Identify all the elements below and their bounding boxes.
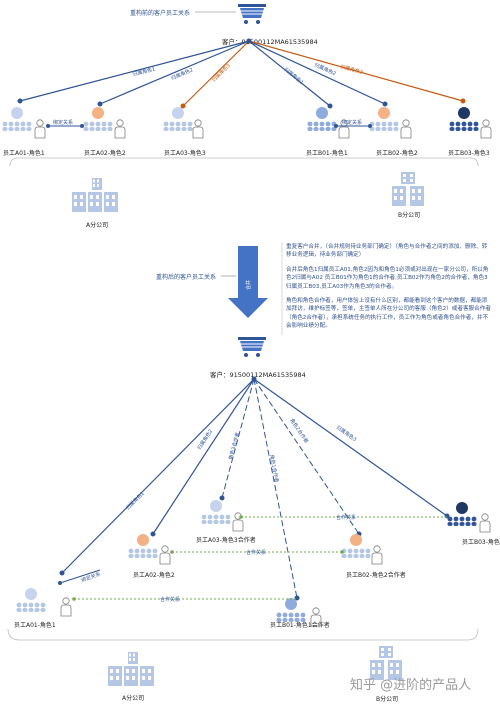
after-title: 重构后的客户员工关系 bbox=[156, 273, 216, 281]
bottom-person-b02-icon bbox=[371, 545, 383, 565]
bottom-customer-label: 客户：91500112MA61535984 bbox=[210, 370, 306, 379]
top-person-a02-icon bbox=[114, 119, 126, 139]
top-group-a02-icon bbox=[83, 107, 113, 131]
bottom-group-b03-icon bbox=[447, 502, 477, 526]
bottom-group-a01-icon bbox=[16, 588, 46, 612]
top-employee-b03: 员工B03-角色3 bbox=[448, 149, 490, 157]
bottom-group-a02-icon bbox=[128, 534, 158, 558]
middle-section: 重构后的客户员工关系 合并 bbox=[156, 242, 283, 335]
top-edge-a03 bbox=[182, 40, 250, 107]
coop-label-3: 合作关系 bbox=[160, 596, 180, 603]
bottom-company-a: A分公司 bbox=[122, 694, 144, 702]
top-group-b01-icon bbox=[307, 107, 337, 131]
top-employee-b01: 员工B01-角色1 bbox=[306, 149, 348, 157]
top-bind-label-a: 绑定关系 bbox=[53, 119, 73, 126]
bottom-person-b03-icon bbox=[479, 513, 491, 533]
top-bind-label-b: 绑定关系 bbox=[342, 119, 362, 126]
bottom-edge-b02 bbox=[253, 378, 360, 535]
note-paragraph-1: 重复客户合并，（合并规则待业务部门确定）（角色与合作者之间的添加、删除、转移业务… bbox=[286, 244, 488, 259]
bottom-employee-b02: 员工B02-角色2合作者 bbox=[346, 571, 406, 579]
bottom-company-a-building-icon bbox=[108, 652, 154, 686]
top-group-b03-icon bbox=[449, 107, 479, 131]
bottom-employee-a02: 员工A02-角色2 bbox=[133, 571, 175, 579]
top-edge-label-b03: 归属角色3 bbox=[339, 63, 363, 76]
note-paragraph-2: 合并后角色1归属员工A01,角色2因为和角色1必须或对出现在一家分公司，所以角色… bbox=[286, 266, 489, 290]
top-employee-a02: 员工A02-角色2 bbox=[84, 149, 126, 157]
coop-label-2: 合作关系 bbox=[246, 549, 266, 556]
bottom-edge-a02 bbox=[152, 378, 255, 535]
bottom-edge-label-b03: 归属角色3 bbox=[335, 424, 358, 443]
top-person-b03-icon bbox=[480, 119, 492, 139]
bottom-section: 客户：91500112MA61535984 归属角色1 归属角色2 角色3合作者… bbox=[7, 336, 500, 703]
top-edge-b03 bbox=[248, 40, 464, 102]
bottom-employee-a03: 员工A03-角色3合作者 bbox=[196, 536, 256, 544]
bottom-group-a03-icon bbox=[201, 500, 231, 524]
top-edge-b01 bbox=[248, 40, 331, 107]
bottom-company-b: B分公司 bbox=[376, 695, 398, 703]
bottom-edge-label-a02: 归属角色2 bbox=[196, 428, 214, 451]
top-company-b-building-icon bbox=[392, 172, 424, 206]
top-employee-a03: 员工A03-角色3 bbox=[164, 149, 206, 157]
bottom-edge-label-a01: 归属角色1 bbox=[124, 490, 145, 511]
top-company-b: B分公司 bbox=[398, 211, 420, 219]
bottom-group-b01-icon bbox=[276, 598, 306, 622]
top-title: 重构前的客户员工关系 bbox=[130, 9, 190, 17]
top-group-a03-icon bbox=[163, 107, 193, 131]
top-company-a: A分公司 bbox=[86, 221, 108, 229]
bottom-employee-b03: 员工B03-角色3 bbox=[462, 538, 500, 546]
merge-arrow bbox=[228, 246, 268, 318]
bottom-person-a01-icon bbox=[60, 597, 72, 617]
bottom-customer-cart-icon bbox=[237, 336, 267, 358]
bottom-employee-b01: 员工B01-角色1合作者 bbox=[270, 621, 330, 629]
bottom-person-a02-icon bbox=[159, 545, 171, 565]
top-employee-b02: 员工B02-角色2 bbox=[376, 149, 418, 157]
merge-notes: 重复客户合并，（合并规则待业务部门确定）（角色与合作者之间的添加、删除、转移业务… bbox=[286, 243, 492, 337]
top-edge-b02 bbox=[248, 40, 386, 105]
watermark: 知乎 @进阶的产品人 bbox=[350, 678, 472, 693]
merge-label: 合并 bbox=[245, 280, 252, 290]
top-section: 重构前的客户员工关系 客户：91500112MA61535984 归属角色1 归… bbox=[2, 3, 492, 229]
top-edge-label-b02: 归属角色2 bbox=[313, 61, 337, 77]
bottom-group-b02-icon bbox=[341, 534, 371, 558]
bottom-employee-a01: 员工A01-角色1 bbox=[14, 621, 56, 629]
bottom-edge-label-b02: 角色2合作者 bbox=[288, 417, 310, 444]
top-group-a01-icon bbox=[2, 107, 32, 131]
top-edge-label-a01: 归属角色1 bbox=[132, 66, 156, 78]
top-customer-label: 客户：91500112MA61535984 bbox=[222, 37, 318, 46]
top-group-b02-icon bbox=[369, 107, 399, 131]
top-edge-a01 bbox=[19, 40, 250, 102]
bottom-edge-b01 bbox=[253, 378, 298, 599]
bottom-edge-a03 bbox=[221, 378, 255, 499]
top-customer-cart-icon bbox=[237, 3, 267, 25]
top-person-a03-icon bbox=[192, 119, 204, 139]
coop-label-1: 合作关系 bbox=[336, 514, 356, 521]
top-person-b02-icon bbox=[400, 119, 412, 139]
bottom-edge-label-a03: 角色3合作者 bbox=[227, 431, 241, 460]
bottom-edge-a01 bbox=[61, 378, 255, 574]
top-employee-a01: 员工A01-角色1 bbox=[3, 149, 45, 157]
top-edge-a02 bbox=[99, 40, 250, 105]
bottom-edge-label-b01: 角色1合作者 bbox=[268, 454, 280, 483]
top-company-a-building-icon bbox=[72, 178, 118, 212]
note-paragraph-3: 角色和角色合作者，用户体验上没有什么区别，都能看到这个客户的数据，都能添加拜访，… bbox=[286, 298, 491, 330]
bottom-edge-b03 bbox=[253, 378, 448, 517]
top-edge-label-b01: 归属角色1 bbox=[283, 66, 305, 86]
top-person-a01-icon bbox=[34, 119, 46, 139]
top-edge-label-a03: 归属角色3 bbox=[210, 62, 231, 83]
